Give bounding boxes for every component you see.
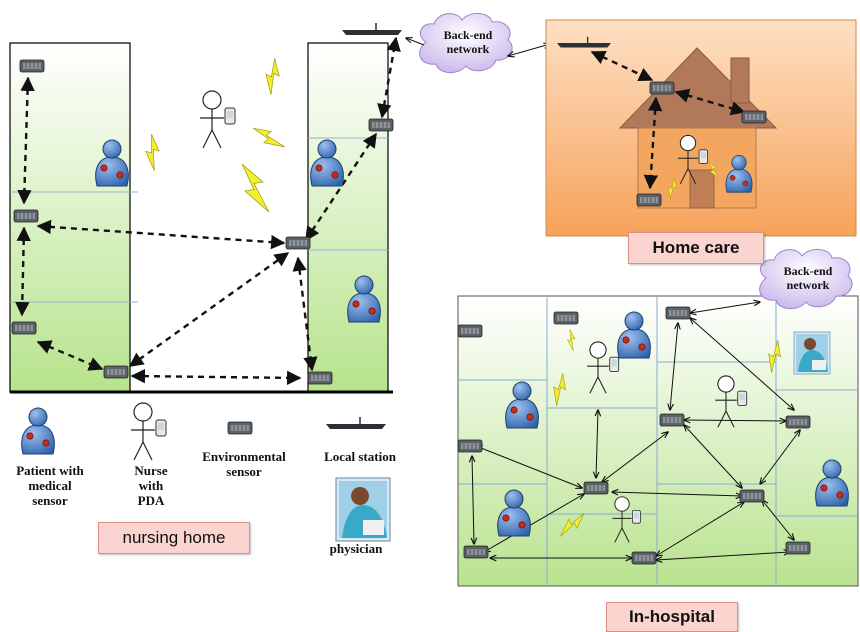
hospital-links [472, 302, 800, 560]
legend-station-label: Local station [324, 449, 396, 464]
environmental-sensor-icon [457, 324, 483, 338]
environmental-sensor-icon [368, 118, 394, 132]
environmental-sensor-icon [649, 81, 675, 95]
lightning-icon [137, 133, 169, 172]
nurse-with-pda-icon [199, 90, 236, 149]
physician-photo-icon [793, 331, 831, 375]
environmental-sensor-icon [741, 110, 767, 124]
cloud-label-line: Back-end [443, 28, 493, 42]
environmental-sensor-icon [659, 413, 685, 427]
environmental-sensor-icon [785, 415, 811, 429]
caption-nursing-home: nursing home [98, 522, 250, 554]
home-care-links [590, 50, 746, 190]
environmental-sensor-icon [307, 371, 333, 385]
local-station-icon [341, 22, 403, 36]
environmental-sensor-icon [103, 365, 129, 379]
legend-station-icon [325, 416, 387, 430]
legend-physician-label: physician [329, 541, 383, 556]
environmental-sensor-icon [11, 321, 37, 335]
legend-sensor-label: Environmental sensor [202, 449, 286, 479]
lightning-icon [252, 118, 286, 157]
legend-nurse-label: Nurse with PDA [134, 463, 168, 508]
cloud-label-hospital: Back-end network [772, 264, 844, 292]
caption-in-hospital: In-hospital [606, 602, 738, 632]
home-care-area [545, 19, 857, 237]
backend-network-cloud-hospital [759, 249, 853, 309]
environmental-sensor-icon [553, 311, 579, 325]
environmental-sensor-icon [583, 481, 609, 495]
cloud-label-line: Back-end [783, 264, 833, 278]
environmental-sensor-icon [785, 541, 811, 555]
lightning-icon [255, 57, 290, 96]
environmental-sensor-icon [457, 439, 483, 453]
caption-home-care: Home care [628, 232, 764, 264]
legend-patient-icon [21, 407, 55, 455]
environmental-sensor-icon [636, 193, 662, 207]
environmental-sensor-icon [463, 545, 489, 559]
environmental-sensor-icon [13, 209, 39, 223]
environmental-sensor-icon [665, 306, 691, 320]
environmental-sensor-icon [631, 551, 657, 565]
environmental-sensor-icon [739, 489, 765, 503]
environmental-sensor-icon [19, 59, 45, 73]
lightning-icon [241, 163, 270, 213]
cloud-label-top: Back-end network [432, 28, 504, 56]
backend-network-cloud-top [406, 13, 550, 73]
environmental-sensor-icon [285, 236, 311, 250]
nursing-home-links [15, 36, 401, 386]
nursing-home-area [9, 22, 403, 394]
cloud-label-line: network [786, 278, 830, 292]
legend-nurse-icon [130, 402, 167, 461]
cloud-label-line: network [446, 42, 490, 56]
legend-sensor-icon [227, 421, 253, 435]
legend-patient-label: Patient with medical sensor [16, 463, 84, 508]
legend-physician-photo-icon [335, 477, 391, 542]
in-hospital-area [457, 249, 859, 587]
